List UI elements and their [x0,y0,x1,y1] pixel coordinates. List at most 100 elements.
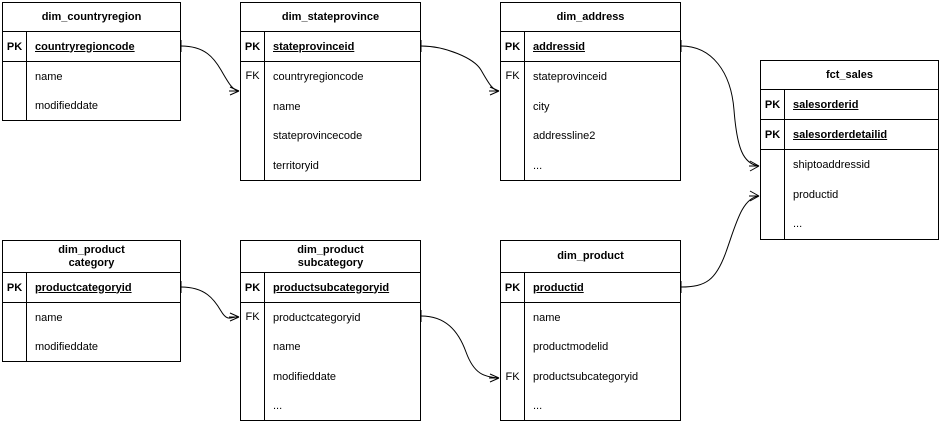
entity-title: dim_stateprovince [241,3,420,32]
field-row: city [533,100,550,113]
entity-key-row[interactable]: PK salesorderid [761,90,938,120]
field-row: ... [793,218,803,231]
field-row: modifieddate [273,370,336,383]
entity-key-row[interactable]: PK salesorderdetailid [761,120,938,150]
field-row: productid [793,188,839,201]
body-key-label: FK [245,311,260,323]
entity-dim-stateprovince[interactable]: dim_stateprovince PK stateprovinceid FK … [240,2,421,181]
entity-key-row[interactable]: PK productsubcategoryid [241,273,420,303]
entity-dim-productsubcategory[interactable]: dim_product subcategory PK productsubcat… [240,240,421,421]
key-badge: PK [241,273,265,302]
entity-dim-address[interactable]: dim_address PK addressid FK stateprovinc… [500,2,681,181]
field-name: stateprovinceid [273,40,355,53]
entity-body: name modifieddate [3,62,180,121]
entity-fct-sales[interactable]: fct_sales PK salesorderid PK salesorderd… [760,60,939,240]
field-row: territoryid [273,160,319,173]
entity-body: FK productcategoryid name modifieddate .… [241,303,420,421]
crow-foot-marker [749,190,760,202]
entity-key-row[interactable]: PK addressid [501,32,680,62]
field-row: stateprovinceid [533,70,607,83]
field-row: modifieddate [35,100,98,113]
key-badge: PK [761,120,785,149]
relationship-product-fctsales [680,190,760,293]
field-name: productsubcategoryid [273,281,390,294]
entity-body: FK countryregioncode name stateprovincec… [241,62,420,181]
entity-title: dim_product subcategory [241,241,420,273]
key-badge: PK [761,90,785,119]
relationship-stateprovince-address [420,40,500,96]
key-badge: PK [501,32,525,61]
body-key-label: FK [505,70,520,82]
body-key-gutter: FK [501,62,525,181]
crow-foot-marker [489,86,500,96]
field-name: salesorderid [793,98,859,111]
crow-foot-marker [229,86,240,96]
entity-body: FK name productmodelid productsubcategor… [501,303,680,421]
entity-title-line: dim_product [58,243,125,256]
field-name: countryregioncode [35,40,135,53]
entity-body: shiptoaddressid productid ... [761,150,938,239]
body-key-label: FK [505,371,520,383]
crow-foot-marker [229,312,240,322]
field-row: name [35,311,63,324]
body-key-gutter: FK [501,303,525,421]
entity-title-line: dim_countryregion [41,10,142,23]
crow-foot-marker [749,160,760,172]
entity-title-line: subcategory [297,256,364,269]
entity-title-line: dim_product [297,243,364,256]
key-badge: PK [3,32,27,61]
key-badge: PK [501,273,525,302]
body-key-label: FK [245,70,260,82]
entity-dim-countryregion[interactable]: dim_countryregion PK countryregioncode n… [2,2,181,121]
relationship-countryregion-stateprovince [180,40,240,96]
field-row: productmodelid [533,341,609,354]
field-row: name [35,70,63,83]
key-badge: PK [3,273,27,302]
field-row: name [273,100,301,113]
entity-title: dim_address [501,3,680,32]
field-name: salesorderdetailid [793,128,888,141]
field-name: addressid [533,40,585,53]
entity-title: fct_sales [761,61,938,90]
entity-key-row[interactable]: PK productid [501,273,680,303]
entity-body: FK stateprovinceid city addressline2 ... [501,62,680,181]
field-row: productcategoryid [273,311,361,324]
body-key-gutter: FK [241,303,265,421]
field-row: ... [273,400,283,413]
entity-title-line: fct_sales [825,68,874,81]
crow-foot-marker [489,373,500,383]
field-name: productid [533,281,584,294]
entity-body: name modifieddate [3,303,180,362]
body-key-gutter [3,62,27,121]
entity-key-row[interactable]: PK countryregioncode [3,32,180,62]
field-row: addressline2 [533,130,596,143]
field-row: shiptoaddressid [793,158,871,171]
field-row: ... [533,160,543,173]
field-name: productcategoryid [35,281,132,294]
field-row: modifieddate [35,341,98,354]
entity-title-line: dim_product [557,250,624,262]
entity-title: dim_product category [3,241,180,273]
field-row: name [273,341,301,354]
field-row: countryregioncode [273,70,364,83]
entity-key-row[interactable]: PK productcategoryid [3,273,180,303]
field-row: ... [533,400,543,413]
body-key-gutter [3,303,27,362]
key-badge: PK [241,32,265,61]
entity-key-row[interactable]: PK stateprovinceid [241,32,420,62]
entity-dim-productcategory[interactable]: dim_product category PK productcategoryi… [2,240,181,362]
relationship-productcategory-subcategory [180,281,240,322]
entity-title-line: dim_stateprovince [281,10,380,23]
entity-title: dim_product [501,241,680,273]
field-row: productsubcategoryid [533,370,639,383]
entity-dim-product[interactable]: dim_product PK productid FK name product… [500,240,681,421]
body-key-gutter: FK [241,62,265,181]
entity-title-line: category [68,256,115,269]
body-key-gutter [761,150,785,239]
entity-title-line: dim_address [556,10,625,23]
relationship-address-fctsales [680,40,760,172]
field-row: stateprovincecode [273,130,363,143]
entity-title: dim_countryregion [3,3,180,32]
field-row: name [533,311,561,324]
